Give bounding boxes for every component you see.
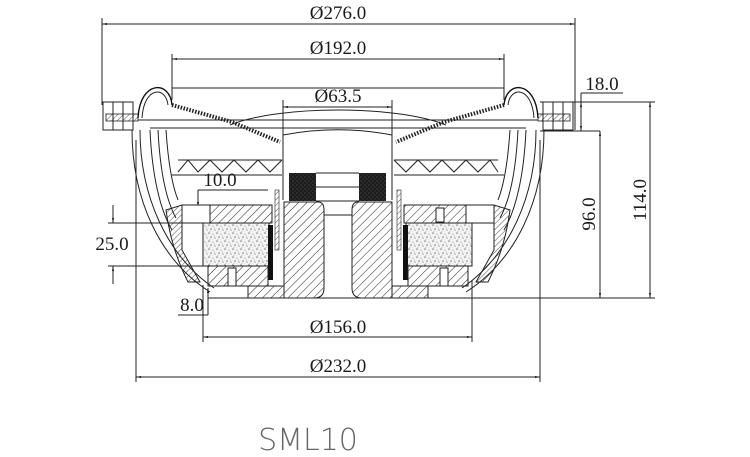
dim-cone-diameter: Ø192.0 (310, 38, 366, 59)
pole-piece-left (283, 201, 325, 299)
dim-magnet-height: 25.0 (95, 234, 128, 255)
surround-left (137, 87, 173, 119)
dust-cap (229, 109, 447, 126)
dim-spider-offset: 10.0 (203, 170, 236, 191)
frame-flange-left (102, 101, 139, 131)
surround-right (503, 87, 539, 119)
magnet-right (405, 222, 473, 267)
cone-right (395, 103, 505, 144)
spider (172, 159, 504, 176)
dimension-labels: Ø276.0 Ø192.0 Ø63.5 18.0 96.0 114.0 10.0… (95, 3, 651, 457)
coil-ring-left (289, 173, 316, 201)
dim-overall-diameter: Ø276.0 (310, 3, 366, 24)
cone-left (171, 103, 281, 144)
top-plate-left (209, 204, 273, 224)
dim-voice-coil-diameter: Ø63.5 (315, 86, 362, 107)
dim-cutout-diameter: Ø232.0 (310, 356, 366, 377)
bottom-plate-right (407, 265, 469, 287)
magnet-left (202, 222, 270, 267)
bottom-plate-left (207, 265, 269, 287)
speaker-body (102, 87, 574, 299)
voice-coil-right (403, 225, 408, 280)
dim-mounting-depth: 96.0 (579, 197, 600, 230)
dim-overall-depth: 114.0 (630, 179, 651, 221)
dim-magnet-diameter: Ø156.0 (310, 317, 366, 338)
dim-bottom-plate-offset: 8.0 (180, 295, 204, 316)
model-title: SML10 (258, 423, 358, 457)
dim-flange-height: 18.0 (585, 74, 618, 95)
frame-flange-right (537, 101, 574, 131)
coil-ring-right (359, 173, 386, 201)
top-plate-right (403, 204, 467, 224)
pole-piece-right (351, 201, 393, 299)
voice-coil-left (268, 225, 273, 280)
